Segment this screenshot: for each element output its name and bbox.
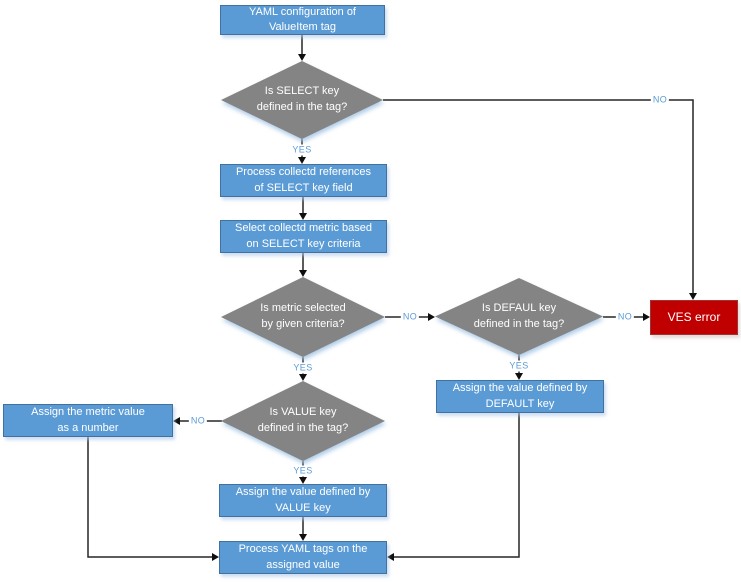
node-start-label: YAML configuration of ValueItem tag [248,5,356,33]
node-assign-metric-label: Assign the metric value as a number [31,406,145,434]
decision-metric-selected-shape: Is metric selected by given criteria? [221,277,385,357]
node-assign-value: Assign the value defined by VALUE key [219,484,387,517]
node-assign-value-label: Assign the value defined by VALUE key [235,486,371,514]
edge-label-select-no: NO [650,94,670,106]
edge-label-metric-no: NO [400,311,420,323]
edge-assignvalue-to-processyaml [299,517,307,541]
edge-label-value-no: NO [188,415,208,427]
node-assign-default: Assign the value defined by DEFAULT key [436,380,604,413]
edge-metric-to-dmetric [299,253,307,277]
node-select-metric: Select collectd metric based on SELECT k… [220,220,387,253]
node-select-metric-label: Select collectd metric based on SELECT k… [235,222,372,250]
decision-default-key-shape: Is DEFAUL key defined in the tag? [435,278,603,355]
decision-select-key: Is SELECT key defined in the tag? [221,61,383,139]
decision-default-key-label: Is DEFAUL key defined in the tag? [473,301,565,330]
node-process-yaml-label: Process YAML tags on the assigned value [238,543,368,571]
edge-assigndefault-to-processyaml [387,413,520,561]
edge-label-metric-yes: YES [291,362,315,374]
node-assign-metric: Assign the metric value as a number [3,404,173,437]
node-assign-default-label: Assign the value defined by DEFAULT key [452,382,588,410]
decision-metric-selected-label: Is metric selected by given criteria? [260,302,346,330]
node-ves-error-label: VES error [667,310,721,325]
edge-label-select-yes: YES [290,144,314,156]
decision-select-key-shape: Is SELECT key defined in the tag? [221,61,383,139]
edge-refs-to-metric [299,197,307,220]
decision-select-key-label: Is SELECT key defined in the tag? [256,85,348,113]
edge-select-no-to-ves [383,99,697,300]
node-process-yaml: Process YAML tags on the assigned value [219,541,387,574]
edge-start-to-select [298,35,306,61]
node-process-references-label: Process collectd references of SELECT ke… [235,166,372,194]
decision-default-key: Is DEFAUL key defined in the tag? [435,278,603,355]
decision-value-key: Is VALUE key defined in the tag? [221,381,385,461]
decision-metric-selected: Is metric selected by given criteria? [221,277,385,357]
node-start: YAML configuration of ValueItem tag [220,5,385,35]
edge-assignmetric-to-processyaml [87,437,219,561]
decision-value-key-label: Is VALUE key defined in the tag? [257,406,349,434]
node-ves-error: VES error [650,300,738,335]
edge-label-default-yes: YES [507,360,531,372]
edge-label-default-no: NO [615,311,635,323]
node-process-references: Process collectd references of SELECT ke… [220,164,387,197]
edge-label-value-yes: YES [291,465,315,477]
decision-value-key-shape: Is VALUE key defined in the tag? [221,381,385,461]
